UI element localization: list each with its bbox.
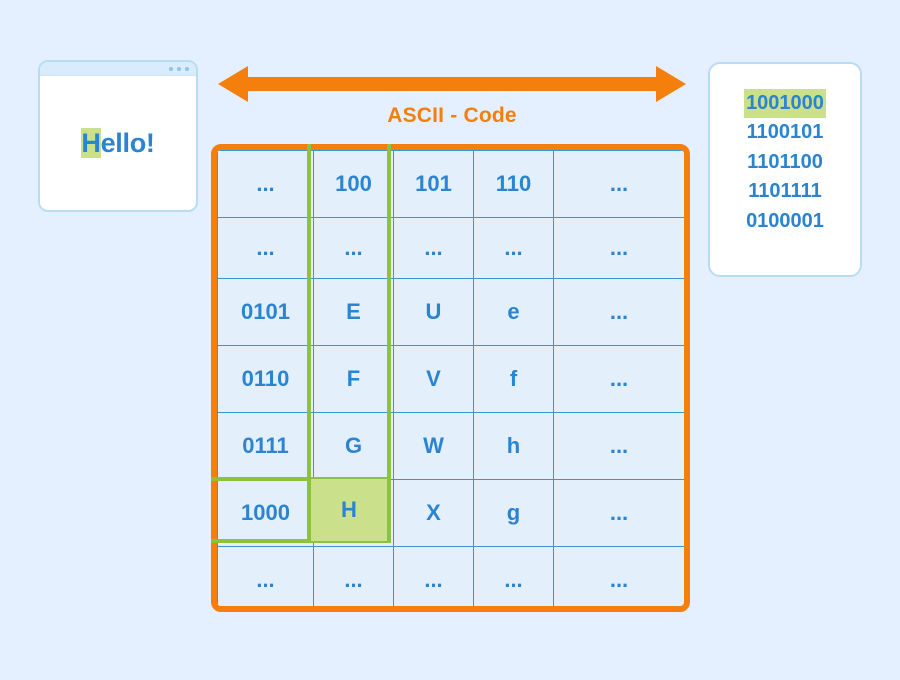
row-label: ... (217, 217, 314, 279)
table-row: ... ... ... ... ... (217, 217, 684, 279)
table-cell: ... (553, 345, 684, 413)
table-cell: U (393, 278, 474, 346)
table-cell: ... (553, 479, 684, 547)
hello-highlighted-letter: H (81, 127, 101, 158)
table-cell: ... (473, 546, 554, 606)
hello-remaining-letters: ello! (100, 127, 155, 158)
ascii-table-frame: ... 100 101 110 ... ... ... ... ... ... … (211, 144, 690, 612)
table-cell: h (473, 412, 554, 480)
table-row: ... ... ... ... ... (217, 546, 684, 606)
window-dot-icon (177, 66, 181, 71)
binary-output-panel: 1001000 1100101 1101100 1101111 0100001 (708, 62, 862, 277)
browser-content-area: Hello! (40, 76, 196, 210)
table-cell: ... (313, 217, 394, 279)
table-cell: f (473, 345, 554, 413)
table-cell: E (313, 278, 394, 346)
column-header-4: ... (553, 150, 684, 218)
binary-line: 1100101 (746, 121, 824, 144)
window-dot-icon (169, 66, 173, 71)
table-cell: F (313, 345, 394, 413)
ascii-code-label: ASCII - Code (387, 104, 517, 127)
table-cell: ... (553, 546, 684, 606)
table-cell-highlighted: H (313, 479, 394, 547)
binary-line-highlighted: 1001000 (744, 89, 826, 119)
table-row: 0111 G W h ... (217, 412, 684, 480)
table-cell: X (393, 479, 474, 547)
table-cell: ... (553, 278, 684, 346)
column-header-1: 100 (313, 150, 394, 218)
browser-preview-window: Hello! (38, 60, 198, 212)
table-cell: ... (393, 217, 474, 279)
column-header-0: ... (217, 150, 314, 218)
row-label: 0101 (217, 278, 314, 346)
table-cell: ... (473, 217, 554, 279)
row-label: ... (217, 546, 314, 606)
row-label: 0110 (217, 345, 314, 413)
double-headed-arrow-icon (218, 62, 686, 106)
table-cell: g (473, 479, 554, 547)
row-label: 0111 (217, 412, 314, 480)
row-label: 1000 (217, 479, 314, 547)
column-header-3: 110 (473, 150, 554, 218)
column-header-2: 101 (393, 150, 474, 218)
table-row: 0110 F V f ... (217, 345, 684, 413)
table-cell: W (393, 412, 474, 480)
window-dot-icon (185, 66, 189, 71)
table-cell: G (313, 412, 394, 480)
table-cell: e (473, 278, 554, 346)
binary-line: 1101100 (747, 150, 823, 173)
binary-line: 0100001 (746, 209, 824, 232)
hello-text: Hello! (81, 127, 155, 159)
table-header-row: ... 100 101 110 ... (217, 150, 684, 218)
browser-titlebar (40, 62, 196, 76)
table-cell: V (393, 345, 474, 413)
ascii-table: ... 100 101 110 ... ... ... ... ... ... … (217, 150, 684, 606)
table-row-highlighted: 1000 H X g ... (217, 479, 684, 547)
table-cell: ... (553, 217, 684, 279)
table-cell: ... (553, 412, 684, 480)
table-cell: ... (313, 546, 394, 606)
table-row: 0101 E U e ... (217, 278, 684, 346)
binary-line: 1101111 (748, 180, 822, 203)
table-cell: ... (393, 546, 474, 606)
